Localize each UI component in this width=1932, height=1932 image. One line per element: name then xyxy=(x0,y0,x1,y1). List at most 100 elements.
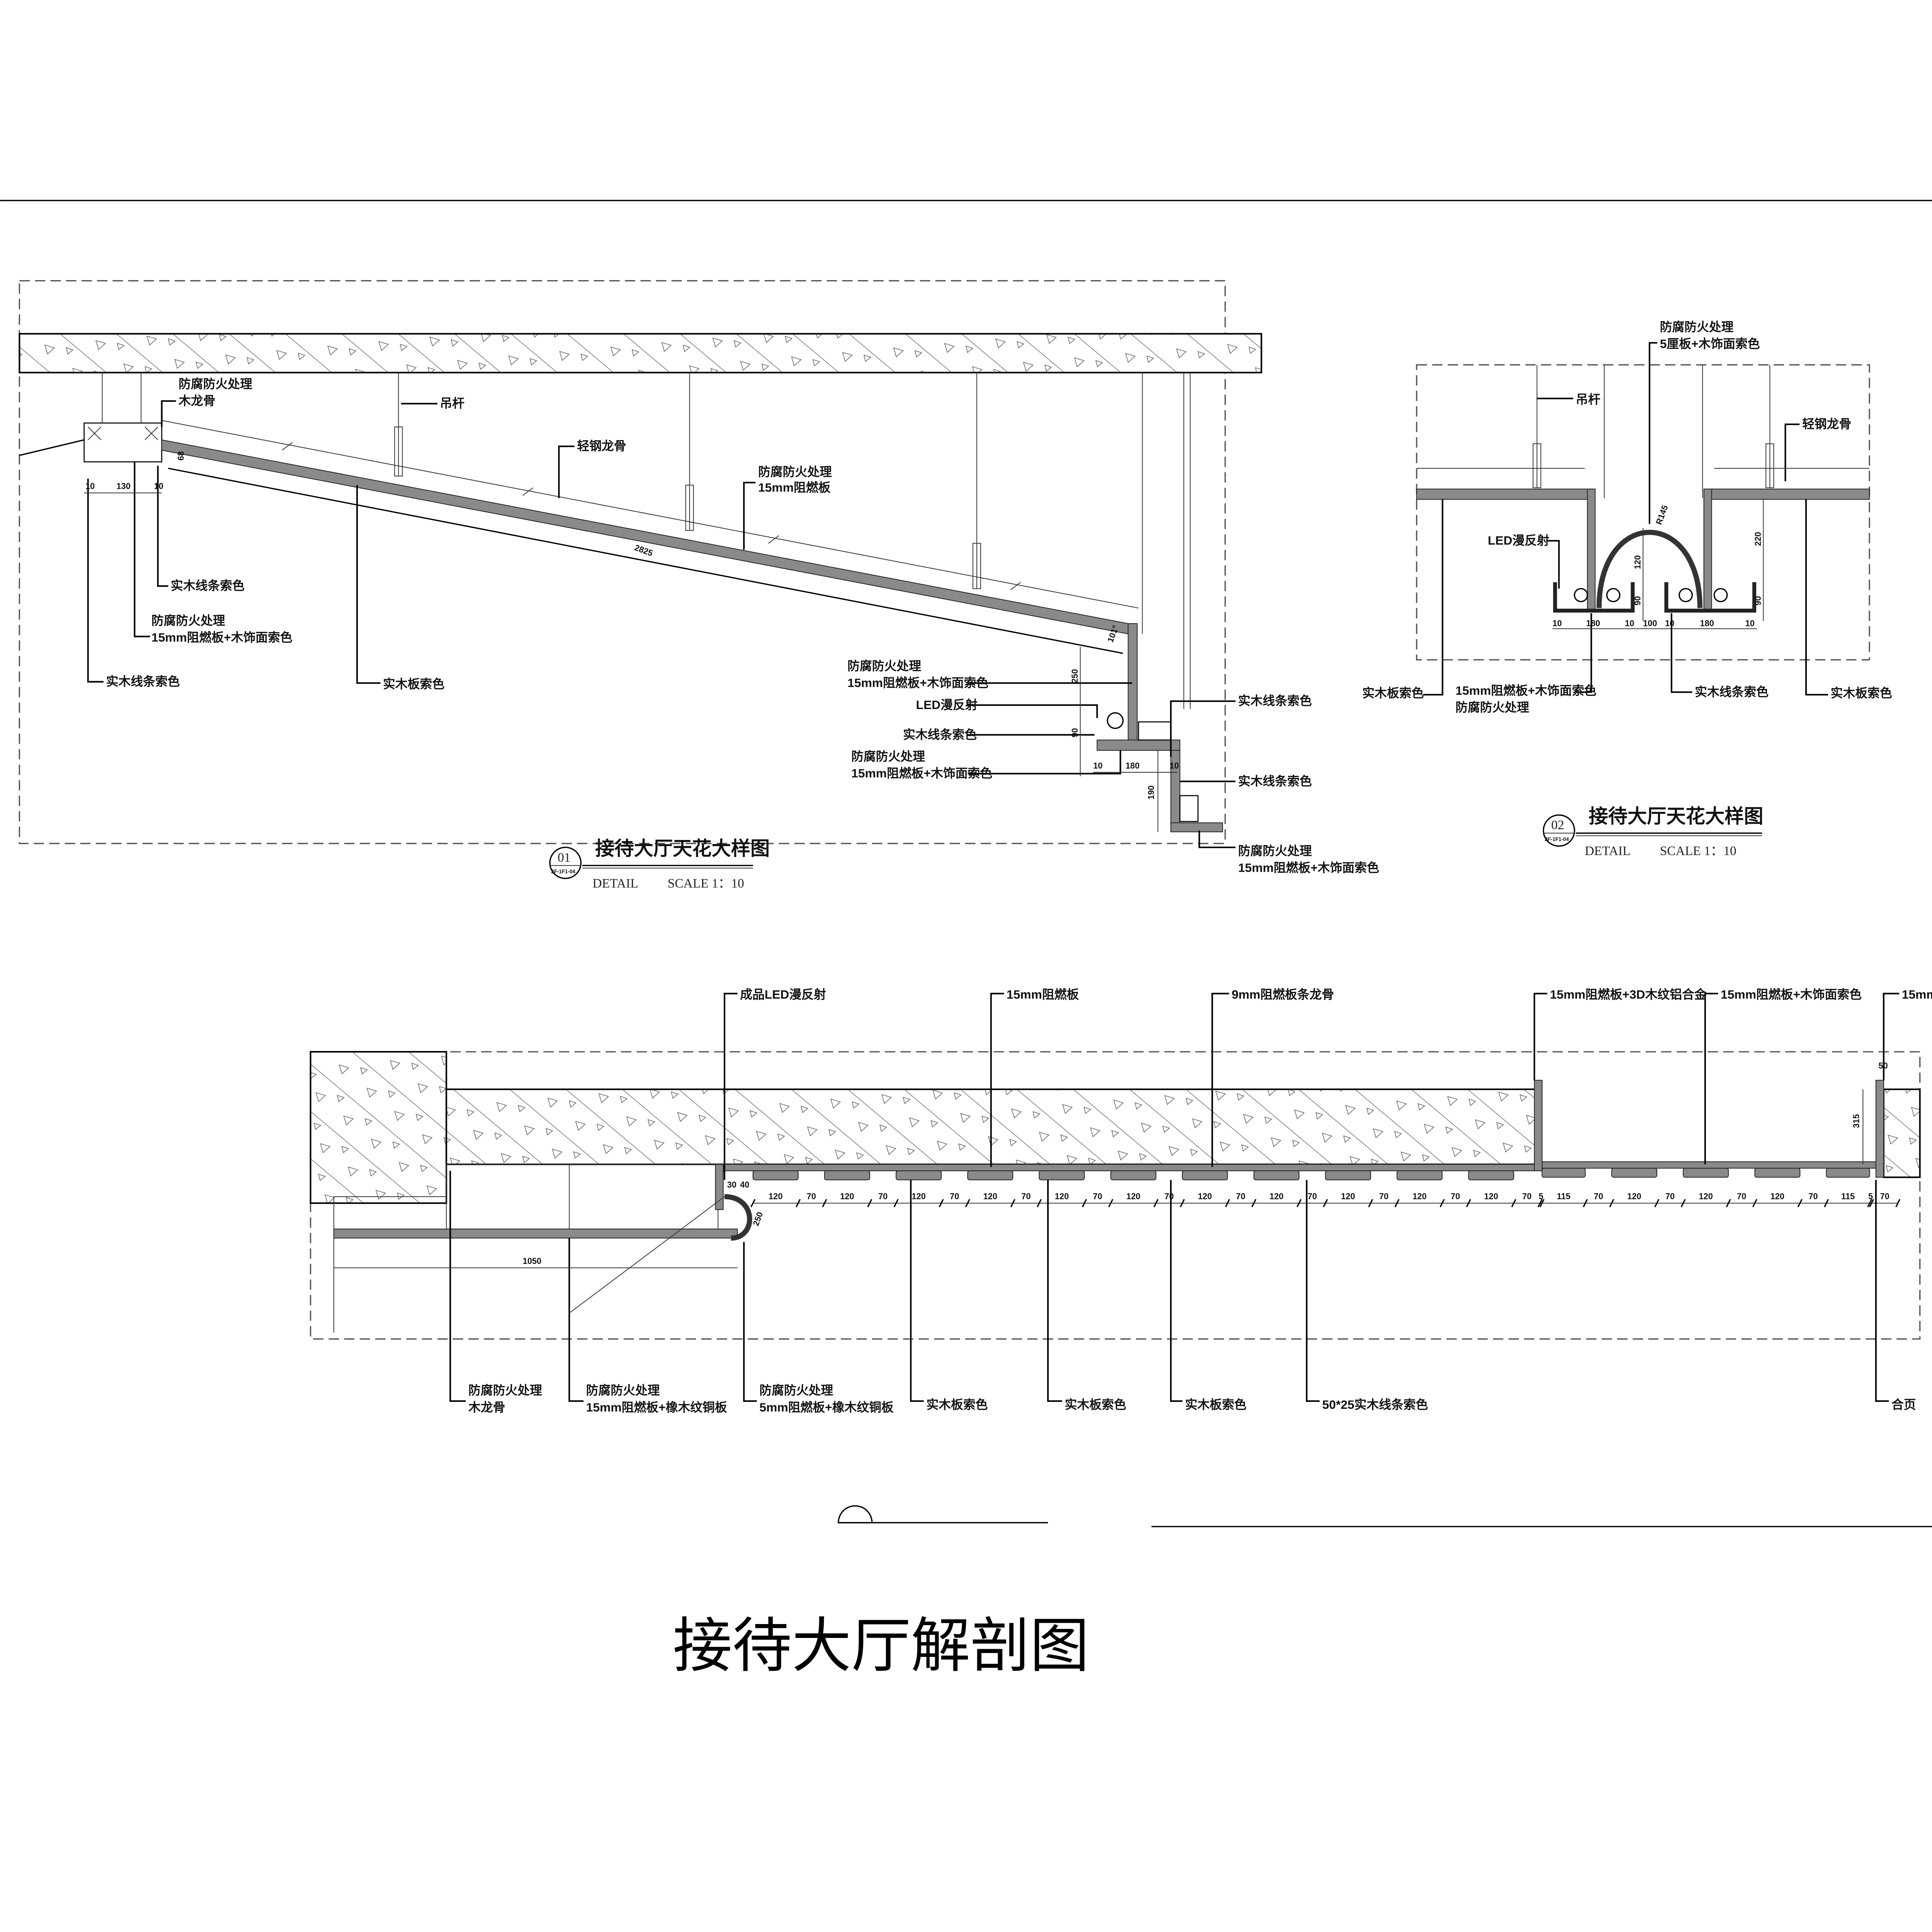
label-solid-wood-line: 实木线条索色 xyxy=(171,579,245,593)
wood-strip-block xyxy=(1396,1170,1443,1180)
dimensions: 10 130 10 68 2825 101° 250 90 10 180 10 … xyxy=(84,451,1179,832)
dim: 90 xyxy=(1070,728,1080,737)
dim: 90 xyxy=(1633,596,1642,605)
dim: R145 xyxy=(1654,504,1670,526)
dimension-tick xyxy=(1010,1199,1015,1208)
strip-dimension-value: 5 xyxy=(1539,1192,1543,1201)
label-fire-treatment: 防腐防火处理 xyxy=(758,465,832,479)
dimension-tick xyxy=(1225,1199,1230,1208)
strip-dimension-value: 70 xyxy=(1451,1192,1460,1201)
label-solid-wood-board: 实木板索色 xyxy=(383,677,444,691)
detail-number-bubble xyxy=(549,847,582,879)
wood-strip-block xyxy=(1182,1170,1228,1180)
dimension-tick xyxy=(867,1199,872,1208)
dim: 220 xyxy=(1753,532,1763,546)
dimension-tick xyxy=(1368,1199,1373,1208)
detail-title: 接待大厅天花大样图 xyxy=(1589,804,1764,827)
strip-dimension-value: 120 xyxy=(1770,1192,1784,1201)
wood-strip-block xyxy=(1039,1170,1085,1180)
label-led-cove: 成品LED漫反射 xyxy=(740,988,826,1002)
strip-dimension-value: 70 xyxy=(1379,1192,1388,1201)
label-fire-treatment: 防腐防火处理 xyxy=(179,377,252,391)
dimension-tick xyxy=(1797,1199,1803,1208)
dim: 180 xyxy=(1586,618,1600,628)
led-fixture-icon xyxy=(1606,588,1621,602)
strip-dimension-value: 120 xyxy=(1627,1192,1641,1201)
label-hinge: 合页 xyxy=(1891,1398,1916,1412)
dimension-tick xyxy=(1752,1199,1757,1208)
strip-dimension-value: 70 xyxy=(1093,1192,1102,1201)
wood-strip-block xyxy=(967,1170,1014,1180)
detail-title: 接待大厅天花大样图 xyxy=(595,837,770,860)
strip-dimension-value: 120 xyxy=(1413,1192,1427,1201)
dimension-tick xyxy=(1824,1199,1829,1208)
label-fire-treatment: 防腐防火处理 xyxy=(468,1383,542,1397)
detail-02: 防腐防火处理 5厘板+木饰面索色 吊杆 轻钢龙骨 LED漫反射 实木板索色 15… xyxy=(1362,320,1892,858)
dimension-tick xyxy=(1180,1199,1185,1208)
dimension-tick xyxy=(1583,1199,1588,1208)
wood-strip-block xyxy=(1826,1168,1870,1178)
dimension-tick xyxy=(1153,1199,1159,1208)
dim: 250 xyxy=(1070,669,1080,683)
concrete-slab xyxy=(19,333,1262,374)
label-solid-wood-board: 实木板索色 xyxy=(1831,686,1892,700)
label-board-veneer: 15mm阻燃板+木饰面索色 xyxy=(151,631,293,645)
strip-dimension-value: 120 xyxy=(769,1192,782,1201)
detail-02-frame xyxy=(1416,364,1870,661)
label-fire-treatment: 防腐防火处理 xyxy=(151,614,225,628)
section-marker-icon xyxy=(837,1505,873,1524)
strip-dimension-value: 70 xyxy=(950,1192,959,1201)
strip-dimension-value: 70 xyxy=(1522,1192,1532,1201)
detail-01: 防腐防火处理 木龙骨 吊杆 轻钢龙骨 防腐防火处理 15mm阻燃板 实木线条索色… xyxy=(19,280,1379,891)
concrete-slab xyxy=(1883,1088,1921,1178)
dimension-tick xyxy=(1082,1199,1087,1208)
label-15mm-board: 15mm阻燃板 xyxy=(758,480,831,494)
label-fire-treatment: 防腐防火处理 xyxy=(851,750,925,764)
sheet-ref: 2F-1F1-04 xyxy=(551,869,575,874)
strip-dimension-value: 120 xyxy=(1198,1192,1212,1201)
dim: 100 xyxy=(1643,618,1657,628)
dim: 180 xyxy=(1700,618,1714,628)
strip-dimension-value: 120 xyxy=(912,1192,925,1201)
label-solid-wood-line: 50*25实木线条索色 xyxy=(1322,1398,1428,1412)
detail-label: DETAIL xyxy=(593,876,638,891)
dim: 130 xyxy=(116,481,130,491)
strip-dimension-value: 70 xyxy=(1165,1192,1174,1201)
dim: 120 xyxy=(1633,555,1642,569)
label-fire-treatment: 防腐防火处理 xyxy=(1456,700,1529,714)
dim: 250 xyxy=(751,1211,765,1227)
label-fire-treatment: 防腐防火处理 xyxy=(1238,844,1312,858)
detail-number: 02 xyxy=(1551,818,1564,832)
strip-dimension-value: 70 xyxy=(807,1192,816,1201)
wood-strip-block xyxy=(1541,1168,1586,1178)
concrete-slab xyxy=(446,1088,1541,1165)
wood-strip-block xyxy=(1110,1170,1156,1180)
dim: 180 xyxy=(1126,761,1139,770)
dimension-tick xyxy=(1539,1199,1545,1208)
label-solid-wood-board: 实木板索色 xyxy=(1065,1398,1126,1412)
label-solid-wood-line: 实木线条索色 xyxy=(1238,774,1312,788)
strip-dimension-value: 70 xyxy=(1236,1192,1245,1201)
label-board-veneer: 15mm阻燃板+木饰面索色 xyxy=(1238,861,1379,875)
dimension-tick xyxy=(1394,1199,1400,1208)
dimension-tick xyxy=(1466,1199,1471,1208)
detail-number-bubble xyxy=(1543,814,1575,847)
wood-strip-block xyxy=(824,1170,870,1180)
label-oak-copper-board: 5mm阻燃板+橡木纹铜板 xyxy=(759,1400,893,1414)
dimension-tick xyxy=(1323,1199,1328,1208)
label-oak-copper-board: 15mm阻燃板+橡木纹铜板 xyxy=(586,1400,727,1414)
scale-label: SCALE 1：10 xyxy=(1660,844,1736,858)
leader-lines xyxy=(87,400,1236,849)
dimension-tick xyxy=(1654,1199,1660,1208)
led-fixture-icon xyxy=(1107,712,1124,729)
arch-panel xyxy=(1596,530,1703,608)
strip-dimension-value: 120 xyxy=(1341,1192,1355,1201)
wood-strip-block xyxy=(1683,1168,1729,1178)
detail-number: 01 xyxy=(558,850,570,865)
label-solid-wood-board: 实木板索色 xyxy=(1185,1398,1247,1412)
drop-and-cove xyxy=(1097,623,1223,832)
label-fire-treatment: 防腐防火处理 xyxy=(586,1383,660,1397)
dim: 30 xyxy=(727,1180,736,1190)
